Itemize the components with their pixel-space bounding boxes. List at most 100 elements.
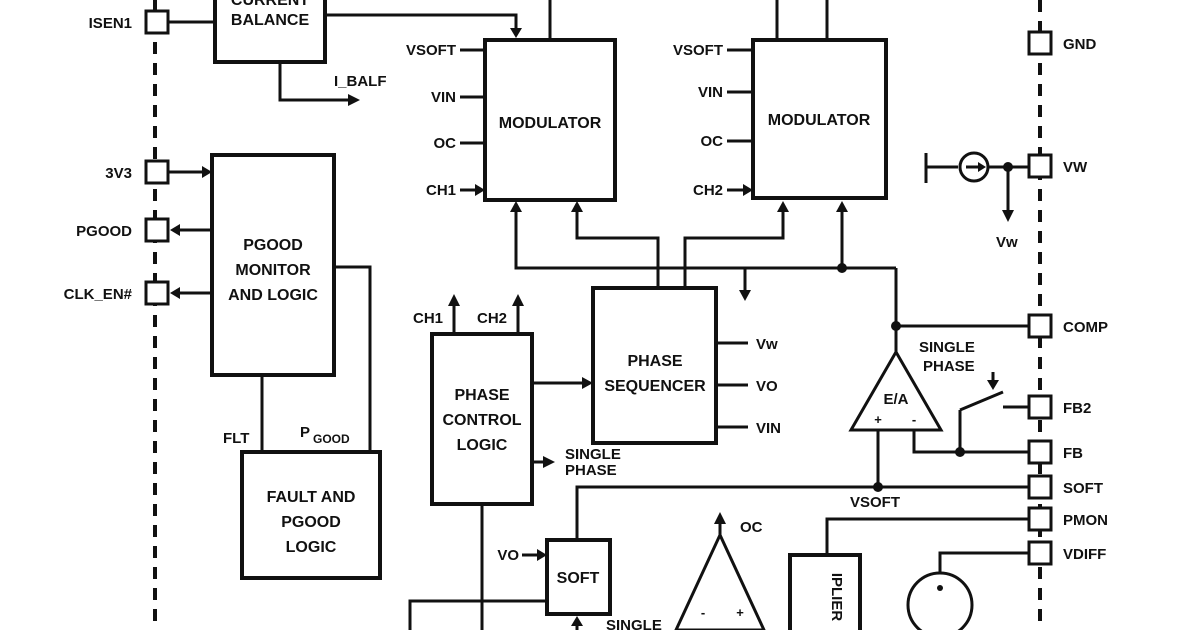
- arrow-ch1-top: [448, 294, 460, 306]
- pin-label-pgood: PGOOD: [76, 223, 132, 240]
- wire-bottom-left: [408, 599, 547, 630]
- pin-label-fb: FB: [1063, 445, 1083, 462]
- pin-label-fb2: FB2: [1063, 400, 1091, 417]
- arrow-mod2-ch2: [743, 184, 753, 196]
- pin-pgood: PGOOD: [76, 217, 170, 243]
- modulator-2-label: MODULATOR: [768, 112, 871, 129]
- phase-sequencer-line-1: PHASE: [627, 353, 682, 370]
- wire-comp: [894, 268, 1029, 328]
- modulator-1-block: MODULATOR: [483, 38, 617, 202]
- fault-pgood-line-3: LOGIC: [286, 539, 337, 556]
- arrow-vw-down: [1002, 210, 1014, 222]
- wire-pgood-to-fault: [334, 265, 372, 452]
- mod1-vsoft-label: VSOFT: [406, 42, 456, 59]
- wire-i-balf: [278, 62, 350, 102]
- mod2-vsoft-label: VSOFT: [673, 42, 723, 59]
- wire-seq-mod1: [575, 212, 660, 288]
- signal-vsoft-bottom: VSOFT: [850, 494, 900, 511]
- phase-sequencer-line-2: SEQUENCER: [604, 378, 706, 395]
- mod1-oc-label: OC: [434, 135, 457, 152]
- fault-pgood-line-2: PGOOD: [281, 514, 341, 531]
- fault-pgood-line-1: FAULT AND: [267, 489, 356, 506]
- current-balance-line-1: CURRENT: [231, 0, 309, 9]
- signal-seq-vw: Vw: [756, 336, 778, 353]
- mod2-oc-label: OC: [701, 133, 724, 150]
- pin-label-soft: SOFT: [1063, 480, 1103, 497]
- switch-blade: [959, 390, 1004, 412]
- arrow-single-phase-mid: [543, 456, 555, 468]
- vw-output-label: Vw: [996, 234, 1018, 251]
- signal-seq-vin: VIN: [756, 420, 781, 437]
- wire-bus-mid: [514, 212, 896, 270]
- pgood-monitor-line-3: AND LOGIC: [228, 287, 318, 304]
- fault-pgood-block: FAULT AND PGOOD LOGIC: [240, 450, 382, 580]
- arrow-mod1-in-a: [510, 201, 522, 212]
- arrow-i-balf: [348, 94, 360, 106]
- pin-vw: VW: [1027, 153, 1088, 179]
- phase-control-line-3: LOGIC: [457, 437, 508, 454]
- pin-fb2: FB2: [1027, 394, 1091, 420]
- pin-gnd: GND: [1027, 30, 1097, 56]
- multiplier-label: IPLIER: [828, 573, 845, 622]
- cmp-plus: +: [736, 605, 744, 620]
- wire-fb: [912, 430, 1029, 454]
- pin-label-pmon: PMON: [1063, 512, 1108, 529]
- arrow-ch2-top: [512, 294, 524, 306]
- pgood-monitor-line-2: MONITOR: [235, 262, 311, 279]
- signal-single-phase-right-2: PHASE: [923, 358, 975, 375]
- signal-seq-vo: VO: [756, 378, 778, 395]
- current-balance-line-2: BALANCE: [231, 12, 310, 29]
- pgood-monitor-block: PGOOD MONITOR AND LOGIC: [210, 153, 336, 377]
- pin-comp: COMP: [1027, 313, 1108, 339]
- phase-sequencer-block: PHASE SEQUENCER: [591, 286, 718, 445]
- arrow-soft-bottom: [571, 616, 583, 626]
- pgood-monitor-line-1: PGOOD: [243, 237, 303, 254]
- signal-single-phase-mid-2: PHASE: [565, 462, 617, 479]
- wire-vdiff: [938, 551, 1029, 572]
- cmp-minus: -: [701, 605, 705, 620]
- pin-3v3: 3V3: [105, 159, 170, 185]
- modulator-2-block: MODULATOR: [751, 38, 888, 200]
- pin-label-gnd: GND: [1063, 36, 1097, 53]
- signal-ch1-top: CH1: [413, 310, 443, 327]
- pin-clk-en: CLK_EN#: [64, 280, 170, 306]
- modulator-1-label: MODULATOR: [499, 115, 602, 132]
- pin-isen1: ISEN1: [89, 9, 170, 35]
- pin-label-comp: COMP: [1063, 319, 1108, 336]
- pin-soft: SOFT: [1027, 474, 1103, 500]
- wire-soft: [575, 485, 1029, 540]
- mod1-ch1-label: CH1: [426, 182, 456, 199]
- vw-current-source: Vw: [924, 151, 1029, 251]
- error-amp: E/A + -: [848, 348, 944, 432]
- arrow-mod1-in-b: [571, 201, 583, 212]
- arrow-clk-en: [170, 287, 180, 299]
- phase-control-line-1: PHASE: [454, 387, 509, 404]
- wire-balance-to-modulator: [325, 13, 518, 30]
- arrow-mod1-ch1: [475, 184, 485, 196]
- pin-label-vdiff: VDIFF: [1063, 546, 1106, 563]
- arrow-mod2-in-b: [836, 201, 848, 212]
- mod2-ch2-label: CH2: [693, 182, 723, 199]
- signal-pgood-p: P: [300, 424, 310, 441]
- oc-comparator: OC - +: [674, 512, 766, 630]
- phase-control-line-2: CONTROL: [442, 412, 521, 429]
- pin-pmon: PMON: [1027, 506, 1108, 532]
- arrow-pgood-out: [170, 224, 180, 236]
- signal-pgood-sub: GOOD: [313, 432, 350, 446]
- soft-label: SOFT: [557, 570, 600, 587]
- current-balance-block: CURRENT BALANCE: [213, 0, 327, 64]
- mod2-vin-label: VIN: [698, 84, 723, 101]
- signal-vo-soft: VO: [497, 547, 519, 564]
- signal-single-phase-mid-1: SINGLE: [565, 446, 621, 463]
- pin-fb: FB: [1027, 439, 1083, 465]
- pin-label-isen1: ISEN1: [89, 15, 132, 32]
- signal-flt: FLT: [223, 430, 249, 447]
- arrow-seq-in: [739, 290, 751, 301]
- source-circle-icon: [906, 571, 974, 630]
- signal-single-bottom: SINGLE: [606, 617, 662, 630]
- arrow-oc: [714, 512, 726, 524]
- arrow-3v3: [202, 166, 212, 178]
- arrow-balance-modulator: [510, 28, 522, 38]
- pin-label-clk-en: CLK_EN#: [64, 286, 133, 303]
